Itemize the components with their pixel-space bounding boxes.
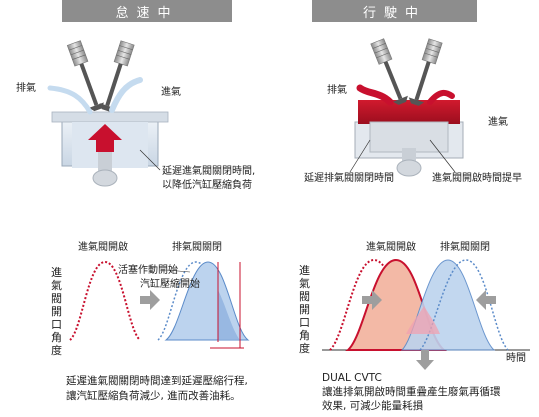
left-note-pointer <box>139 149 161 171</box>
right-caption-line2: 效果, 可減少能量耗損 <box>322 400 424 412</box>
right-engine-illustration <box>349 38 464 177</box>
left-intake-flow <box>109 77 143 113</box>
left-engine-illustration <box>47 40 169 187</box>
right-combustion-chamber <box>358 100 460 124</box>
right-exhaust-label: 排氣 <box>327 85 347 96</box>
right-note-pointer-exhaust <box>349 139 371 173</box>
right-valve-timing-graph <box>322 258 530 370</box>
left-caption-line1: 延遲進氣閥關閉時間達到延遲壓縮行程, <box>66 375 248 387</box>
right-piston <box>369 121 449 153</box>
left-graph-piston-start: 活塞作動開始 <box>118 265 178 276</box>
left-exhaust-flow <box>47 85 93 115</box>
right-caption-line1: 讓進排氣開啟時間重疊產生廢氣再循環 <box>322 386 501 398</box>
left-intake-label: 進氣 <box>161 87 181 98</box>
left-graph-intake-open: 進氣閥開啟 <box>78 242 128 253</box>
left-compress-arrow <box>88 124 122 152</box>
right-graph-exhaust-close: 排氣閥關閉 <box>440 242 490 253</box>
right-graph-xlabel: 時間 <box>506 353 526 364</box>
left-cylinder-head <box>51 111 169 123</box>
left-exhaust-label: 排氣 <box>16 83 36 94</box>
left-compression-area <box>218 290 240 340</box>
left-note-line1: 延遲進氣閥關閉時間, <box>162 166 256 177</box>
left-valve-timing-graph <box>69 260 250 349</box>
right-crank <box>396 159 422 177</box>
left-graph-ylabel: 進氣閥開口角度 <box>51 266 62 357</box>
right-graph-intake-open: 進氣閥開啟 <box>366 242 416 253</box>
right-note-pointer-intake <box>429 139 456 173</box>
right-note-exhaust: 延遲排氣閥關閉時間 <box>304 173 394 184</box>
right-intake-valve <box>408 38 443 106</box>
right-intake-flow <box>427 89 455 105</box>
right-exhaust-flow <box>356 84 394 106</box>
left-exhaust-valve <box>66 40 104 112</box>
header-idle: 怠速中 <box>62 0 232 22</box>
right-note-intake: 進氣閥開啟時間提早 <box>432 173 522 184</box>
right-overlap-arrow <box>416 350 434 370</box>
left-exhaust-curve <box>69 260 141 341</box>
left-shift-arrow <box>140 290 160 310</box>
left-con-rod <box>98 150 112 176</box>
right-exhaust-valve <box>370 38 408 105</box>
left-piston-pointer <box>165 269 191 273</box>
left-graph-compress-start: 汽缸壓縮開始 <box>140 279 200 290</box>
right-intake-label: 進氣 <box>488 117 508 128</box>
header-driving: 行駛中 <box>312 0 477 22</box>
right-caption-title: DUAL CVTC <box>322 372 382 384</box>
right-exhaust-shift-arrow <box>362 290 382 310</box>
left-note-line2: 以降低汽缸壓縮負荷 <box>162 180 252 191</box>
right-intake-shift-arrow <box>476 290 496 310</box>
left-delayed-intake-curve <box>164 261 250 341</box>
left-crank <box>92 169 118 187</box>
right-graph-ylabel: 進氣閥開口角度 <box>299 264 310 355</box>
right-overlap-area <box>406 306 440 334</box>
left-caption-line2: 讓汽缸壓縮負荷減少, 進而改善油耗。 <box>66 390 241 402</box>
left-graph-exhaust-close: 排氣閥關閉 <box>172 242 222 253</box>
